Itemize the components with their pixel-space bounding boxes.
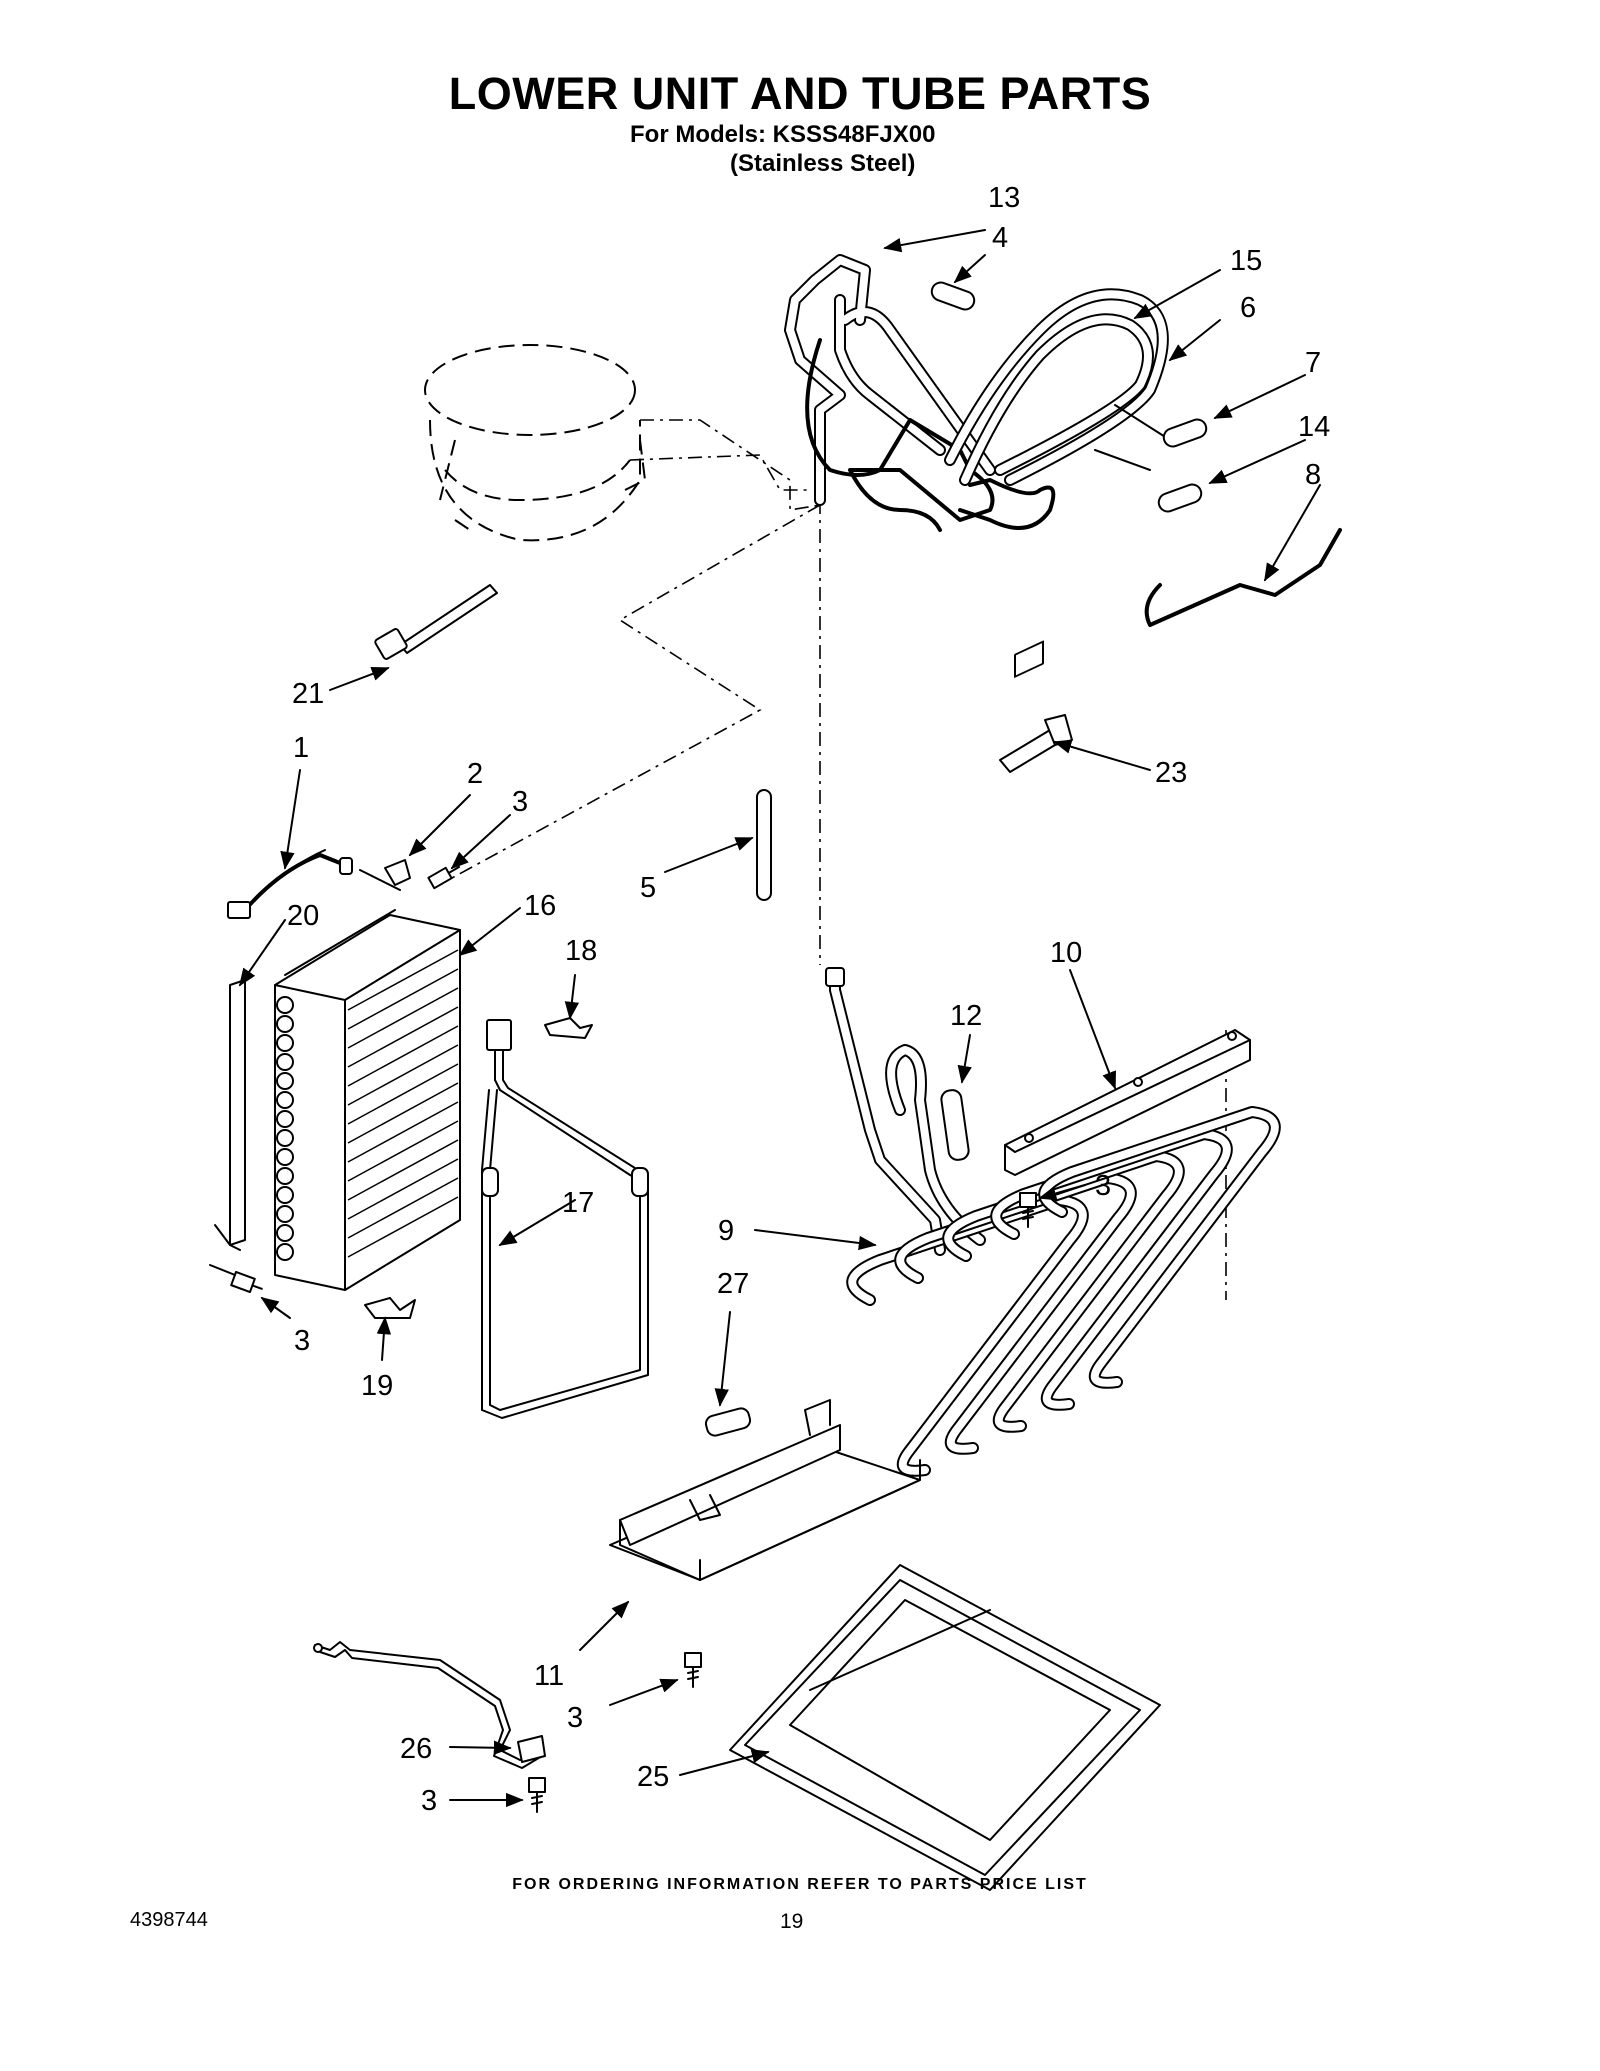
leader-line bbox=[1094, 449, 1151, 471]
callout-11: 11 bbox=[534, 1660, 564, 1692]
guide-line bbox=[429, 504, 821, 891]
callout-13: 13 bbox=[988, 182, 1020, 214]
callout-15: 15 bbox=[1230, 245, 1262, 277]
plate-foot bbox=[214, 1224, 241, 1251]
part-27 bbox=[704, 1407, 752, 1437]
screw-3 bbox=[1019, 1192, 1037, 1228]
model-line: For Models: KSSS48FJX00 bbox=[630, 121, 936, 148]
screw-3 bbox=[684, 1652, 702, 1688]
callout-labels: 13 4 15 6 7 14 8 21 23 1 2 3 5 20 16 18 … bbox=[287, 182, 1330, 1817]
tube-12 bbox=[940, 1089, 970, 1161]
clip-19 bbox=[364, 1297, 416, 1319]
document-number: 4398744 bbox=[130, 1909, 208, 1931]
bracket-26 bbox=[313, 1641, 546, 1769]
clip-18 bbox=[544, 1017, 593, 1039]
loop-tube-15 bbox=[944, 288, 1169, 486]
condenser-fins bbox=[276, 949, 459, 1261]
tube-piece-4 bbox=[930, 281, 976, 311]
screw-3 bbox=[528, 1777, 546, 1813]
callout-3: 3 bbox=[421, 1785, 437, 1817]
callout-7: 7 bbox=[1305, 347, 1321, 379]
model-info: For Models: KSSS48FJX00 (Stainless Steel… bbox=[630, 120, 935, 178]
callout-8: 8 bbox=[1305, 459, 1321, 491]
callout-12: 12 bbox=[950, 1000, 982, 1032]
tube-5 bbox=[756, 789, 772, 901]
wire-8 bbox=[1144, 528, 1342, 627]
callout-6: 6 bbox=[1240, 292, 1256, 324]
model-finish: (Stainless Steel) bbox=[730, 150, 916, 177]
compressor-outline bbox=[424, 344, 647, 542]
page-title: LOWER UNIT AND TUBE PARTS bbox=[448, 68, 1152, 119]
callout-2: 2 bbox=[467, 758, 483, 790]
leader-line bbox=[209, 1264, 236, 1276]
callout-17: 17 bbox=[562, 1187, 594, 1219]
wire-harness-1 bbox=[227, 849, 353, 919]
callout-3: 3 bbox=[294, 1325, 310, 1357]
condenser-16 bbox=[274, 909, 461, 1291]
guide-line bbox=[629, 454, 810, 491]
cable-tie-21 bbox=[374, 584, 498, 660]
callout-20: 20 bbox=[287, 900, 319, 932]
screw-3 bbox=[427, 866, 461, 890]
callout-19: 19 bbox=[361, 1370, 393, 1402]
tube-piece-14 bbox=[1157, 483, 1203, 513]
drain-pan-25 bbox=[729, 1564, 1161, 1891]
callout-25: 25 bbox=[637, 1761, 669, 1793]
bracket-2 bbox=[384, 859, 411, 886]
guide-line bbox=[640, 419, 821, 511]
callout-26: 26 bbox=[400, 1733, 432, 1765]
callout-3: 3 bbox=[1095, 1170, 1111, 1202]
page-number: 19 bbox=[780, 1910, 804, 1933]
callout-18: 18 bbox=[565, 935, 597, 967]
rail-10 bbox=[1004, 640, 1251, 1176]
side-plate-20 bbox=[229, 979, 246, 1246]
bracket-11 bbox=[609, 1399, 921, 1581]
leader-line bbox=[359, 869, 401, 891]
ordering-note: FOR ORDERING INFORMATION REFER TO PARTS … bbox=[512, 1876, 1088, 1893]
tube-13 bbox=[784, 254, 996, 506]
callout-27: 27 bbox=[717, 1268, 749, 1300]
callout-16: 16 bbox=[524, 890, 556, 922]
leader-line bbox=[1114, 404, 1171, 441]
callout-14: 14 bbox=[1298, 411, 1330, 443]
callout-3: 3 bbox=[567, 1702, 583, 1734]
screw-3 bbox=[230, 1271, 263, 1293]
callout-21: 21 bbox=[292, 678, 324, 710]
callout-23: 23 bbox=[1155, 757, 1187, 789]
capillary-wire bbox=[958, 478, 1056, 530]
tube-piece-7 bbox=[1162, 418, 1208, 448]
callout-5: 5 bbox=[640, 872, 656, 904]
callout-3: 3 bbox=[512, 786, 528, 818]
heater-17 bbox=[481, 1019, 649, 1419]
callout-10: 10 bbox=[1050, 937, 1082, 969]
callout-9: 9 bbox=[718, 1215, 734, 1247]
callout-4: 4 bbox=[992, 222, 1008, 254]
callout-arrows bbox=[238, 229, 1321, 1808]
callout-1: 1 bbox=[293, 732, 309, 764]
